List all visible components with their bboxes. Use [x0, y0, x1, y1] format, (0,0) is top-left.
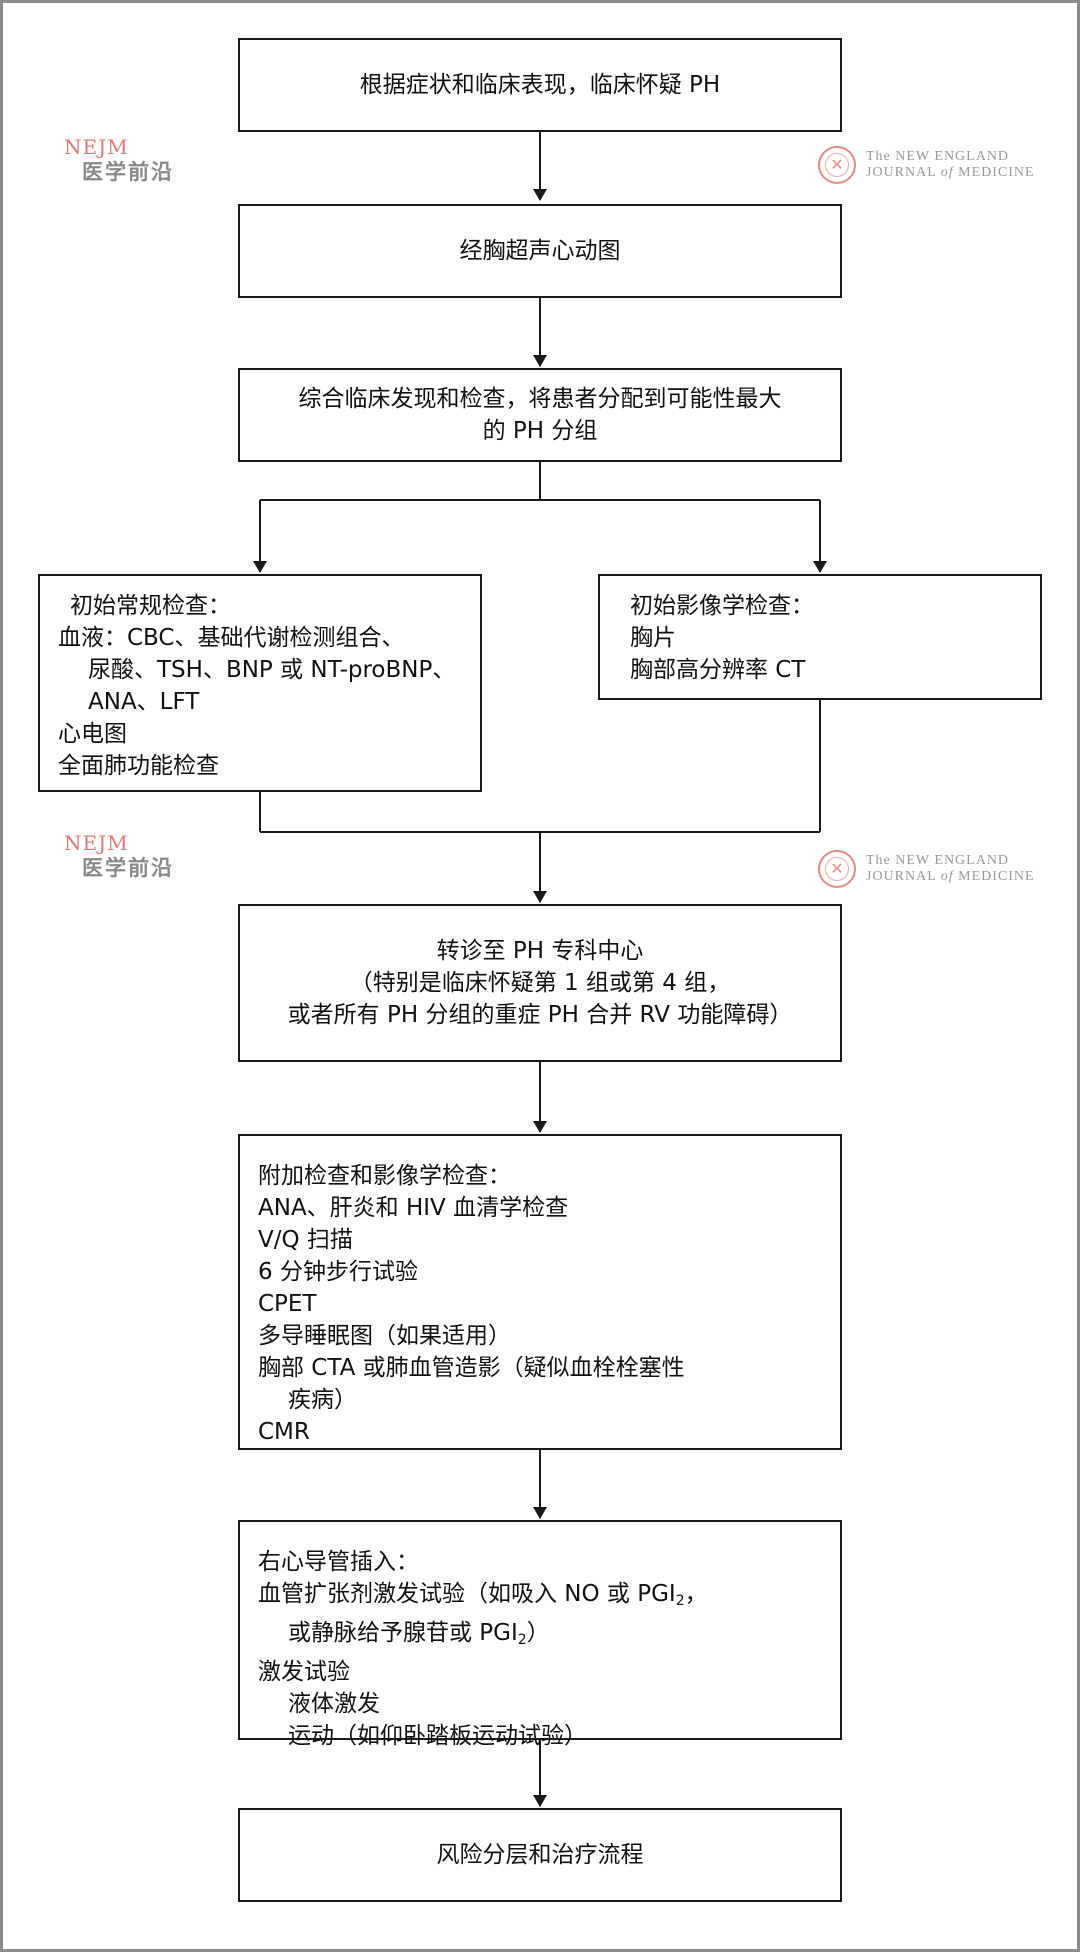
nejm-en-line2c: MEDICINE [958, 165, 1035, 180]
routine-ecg: 心电图 [58, 721, 127, 747]
step-group-assignment: 综合临床发现和检查，将患者分配到可能性最大 的 PH 分组 [238, 368, 842, 462]
routine-tests-title: 初始常规检查： [70, 593, 231, 619]
additional-6mwt: 6 分钟步行试验 [258, 1259, 418, 1285]
nejm-en-line2c: MEDICINE [958, 869, 1035, 884]
nejm-en-watermark-middle: The NEW ENGLAND JOURNAL of MEDICINE [818, 850, 1035, 888]
nejm-cn-watermark-top: NEJM 医学前沿 [64, 136, 174, 186]
routine-blood-line3: ANA、LFT [88, 689, 200, 715]
additional-tests-title: 附加检查和影像学检查： [258, 1163, 511, 1189]
additional-tests: 附加检查和影像学检查： ANA、肝炎和 HIV 血清学检查 V/Q 扫描 6 分… [238, 1134, 842, 1450]
nejm-en-line2a: JOURNAL [866, 869, 937, 884]
step-risk-stratification: 风险分层和治疗流程 [238, 1808, 842, 1902]
step-echocardiography: 经胸超声心动图 [238, 204, 842, 298]
nejm-cn-watermark-middle: NEJM 医学前沿 [64, 832, 174, 882]
nejm-en-line1: NEW ENGLAND [895, 853, 1010, 868]
referral-line1: 转诊至 PH 专科中心 [436, 938, 644, 964]
nejm-logo-text: NEJM [64, 135, 129, 159]
rhc-exercise: 运动（如仰卧踏板运动试验） [288, 1723, 587, 1749]
nejm-en-line2b: of [940, 869, 954, 884]
routine-pft: 全面肺功能检查 [58, 753, 219, 779]
nejm-en-line1: NEW ENGLAND [895, 149, 1010, 164]
rhc-fluid-challenge: 液体激发 [288, 1691, 380, 1717]
imaging-chest-xray: 胸片 [630, 625, 676, 651]
rhc-title: 右心导管插入： [258, 1549, 419, 1575]
step-group-assignment-line1: 综合临床发现和检查，将患者分配到可能性最大 [298, 386, 782, 412]
nejm-en-prefix: The [866, 149, 891, 164]
rhc-provocation: 激发试验 [258, 1659, 350, 1685]
nejm-logo-subtitle: 医学前沿 [82, 856, 174, 880]
additional-cmr: CMR [258, 1419, 310, 1445]
step-clinical-suspicion-text: 根据症状和临床表现，临床怀疑 PH [359, 72, 721, 98]
additional-cta-line1: 胸部 CTA 或肺血管造影（疑似血栓栓塞性 [258, 1355, 685, 1381]
initial-imaging-tests: 初始影像学检查： 胸片 胸部高分辨率 CT [598, 574, 1042, 700]
nejm-logo-text: NEJM [64, 831, 129, 855]
nejm-seal-icon [818, 850, 856, 888]
rhc-vaso1-subscript: 2 [675, 1593, 685, 1609]
additional-cpet: CPET [258, 1291, 317, 1317]
rhc-vasodilator-line2: 或静脉给予腺苷或 PGI2） [258, 1617, 840, 1656]
imaging-hrct: 胸部高分辨率 CT [630, 657, 806, 683]
nejm-en-prefix: The [866, 853, 891, 868]
rhc-vaso1-tail: ， [684, 1581, 708, 1607]
step-clinical-suspicion: 根据症状和临床表现，临床怀疑 PH [238, 38, 842, 132]
referral-line3: 或者所有 PH 分组的重症 PH 合并 RV 功能障碍） [287, 1002, 793, 1028]
step-echocardiography-text: 经胸超声心动图 [459, 238, 621, 264]
additional-serology: ANA、肝炎和 HIV 血清学检查 [258, 1195, 569, 1221]
routine-blood-line2: 尿酸、TSH、BNP 或 NT-proBNP、 [88, 657, 456, 683]
rhc-vasodilator-line1: 血管扩张剂激发试验（如吸入 NO 或 PGI2， [258, 1578, 840, 1617]
nejm-en-line2b: of [940, 165, 954, 180]
additional-cta-line2: 疾病） [288, 1387, 357, 1413]
routine-blood-line1: 血液：CBC、基础代谢检测组合、 [58, 625, 405, 651]
referral-line2: （特别是临床怀疑第 1 组或第 4 组， [349, 970, 731, 996]
imaging-tests-title: 初始影像学检查： [630, 593, 814, 619]
nejm-seal-icon [818, 146, 856, 184]
step-group-assignment-line2: 的 PH 分组 [482, 418, 598, 444]
additional-polysomnography: 多导睡眠图（如果适用） [258, 1323, 511, 1349]
rhc-vaso1-text: 血管扩张剂激发试验（如吸入 NO 或 PGI [258, 1581, 676, 1607]
nejm-en-watermark-top: The NEW ENGLAND JOURNAL of MEDICINE [818, 146, 1035, 184]
initial-routine-tests: 初始常规检查： 血液：CBC、基础代谢检测组合、 尿酸、TSH、BNP 或 NT… [38, 574, 482, 792]
rhc-vaso2-tail: ） [526, 1620, 550, 1646]
nejm-en-line2a: JOURNAL [866, 165, 937, 180]
step-referral: 转诊至 PH 专科中心 （特别是临床怀疑第 1 组或第 4 组， 或者所有 PH… [238, 904, 842, 1062]
nejm-logo-subtitle: 医学前沿 [82, 160, 174, 184]
additional-vq-scan: V/Q 扫描 [258, 1227, 353, 1253]
risk-stratification-text: 风险分层和治疗流程 [436, 1842, 644, 1868]
rhc-vaso2-subscript: 2 [517, 1632, 527, 1648]
rhc-vaso2-text: 或静脉给予腺苷或 PGI [288, 1620, 518, 1646]
right-heart-catheterization: 右心导管插入： 血管扩张剂激发试验（如吸入 NO 或 PGI2， 或静脉给予腺苷… [238, 1520, 842, 1749]
